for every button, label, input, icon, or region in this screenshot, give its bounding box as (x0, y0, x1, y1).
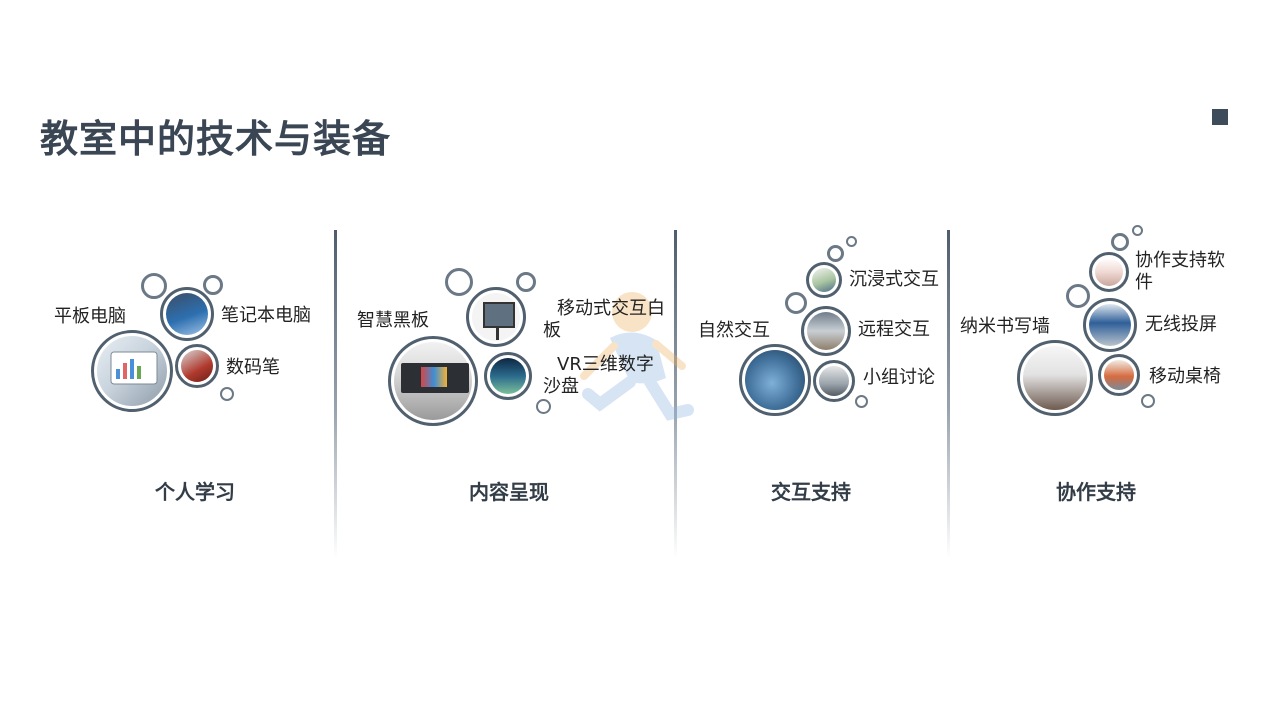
label-digital-pen: 数码笔 (226, 357, 280, 378)
decor-ring (1066, 284, 1090, 308)
label-mobile-whiteboard: 移动式交互白板 (543, 298, 665, 341)
nano-writing-wall-photo (1017, 340, 1093, 416)
label-remote-interaction: 远程交互 (858, 319, 930, 340)
label-smart-blackboard: 智慧黑板 (357, 310, 429, 331)
tablet-photo (91, 330, 173, 412)
label-vr-sandbox: VR三维数字沙盘 (543, 354, 654, 397)
mobile-whiteboard-photo (466, 287, 526, 347)
digital-pen-photo (175, 344, 219, 388)
label-laptop: 笔记本电脑 (221, 305, 311, 326)
decor-ring (141, 273, 167, 299)
label-nano-writing-wall: 纳米书写墙 (960, 316, 1050, 337)
page-title: 教室中的技术与装备 (40, 117, 392, 161)
remote-interaction-photo (801, 306, 851, 356)
corner-square-decoration (1212, 109, 1228, 125)
decor-ring (516, 272, 536, 292)
category-collaboration-support: 协作支持 (1056, 480, 1136, 504)
decor-ring (785, 292, 807, 314)
category-content-presentation: 内容呈现 (469, 480, 549, 504)
label-mobile-desk-chair: 移动桌椅 (1149, 366, 1221, 387)
category-personal-learning: 个人学习 (155, 480, 235, 504)
decor-ring (203, 275, 223, 295)
laptop-photo (160, 287, 214, 341)
label-immersive-interaction: 沉浸式交互 (849, 269, 939, 290)
immersive-interaction-photo (806, 262, 842, 298)
smart-blackboard-photo (388, 336, 478, 426)
decor-ring (855, 395, 868, 408)
category-interaction-support: 交互支持 (771, 480, 851, 504)
label-tablet: 平板电脑 (54, 306, 126, 327)
runner-watermark-icon (580, 292, 694, 421)
divider-2 (674, 230, 677, 558)
mobile-desk-chair-photo (1098, 354, 1140, 396)
decor-ring (846, 236, 857, 247)
group-discussion-photo (813, 360, 855, 402)
decor-ring (445, 268, 473, 296)
decor-ring (536, 399, 551, 414)
decor-ring (1132, 225, 1143, 236)
decor-ring (1111, 233, 1129, 251)
label-wireless-projection: 无线投屏 (1145, 314, 1217, 335)
natural-interaction-photo (739, 344, 811, 416)
label-natural-interaction: 自然交互 (698, 320, 770, 341)
vr-sandbox-photo (484, 352, 532, 400)
divider-1 (334, 230, 337, 558)
wireless-projection-photo (1083, 298, 1137, 352)
collaboration-software-photo (1089, 252, 1129, 292)
label-collaboration-software: 协作支持软件 (1135, 250, 1225, 293)
decor-ring (1141, 394, 1155, 408)
divider-3 (947, 230, 950, 558)
decor-ring (827, 245, 844, 262)
label-group-discussion: 小组讨论 (863, 367, 935, 388)
decor-ring (220, 387, 234, 401)
